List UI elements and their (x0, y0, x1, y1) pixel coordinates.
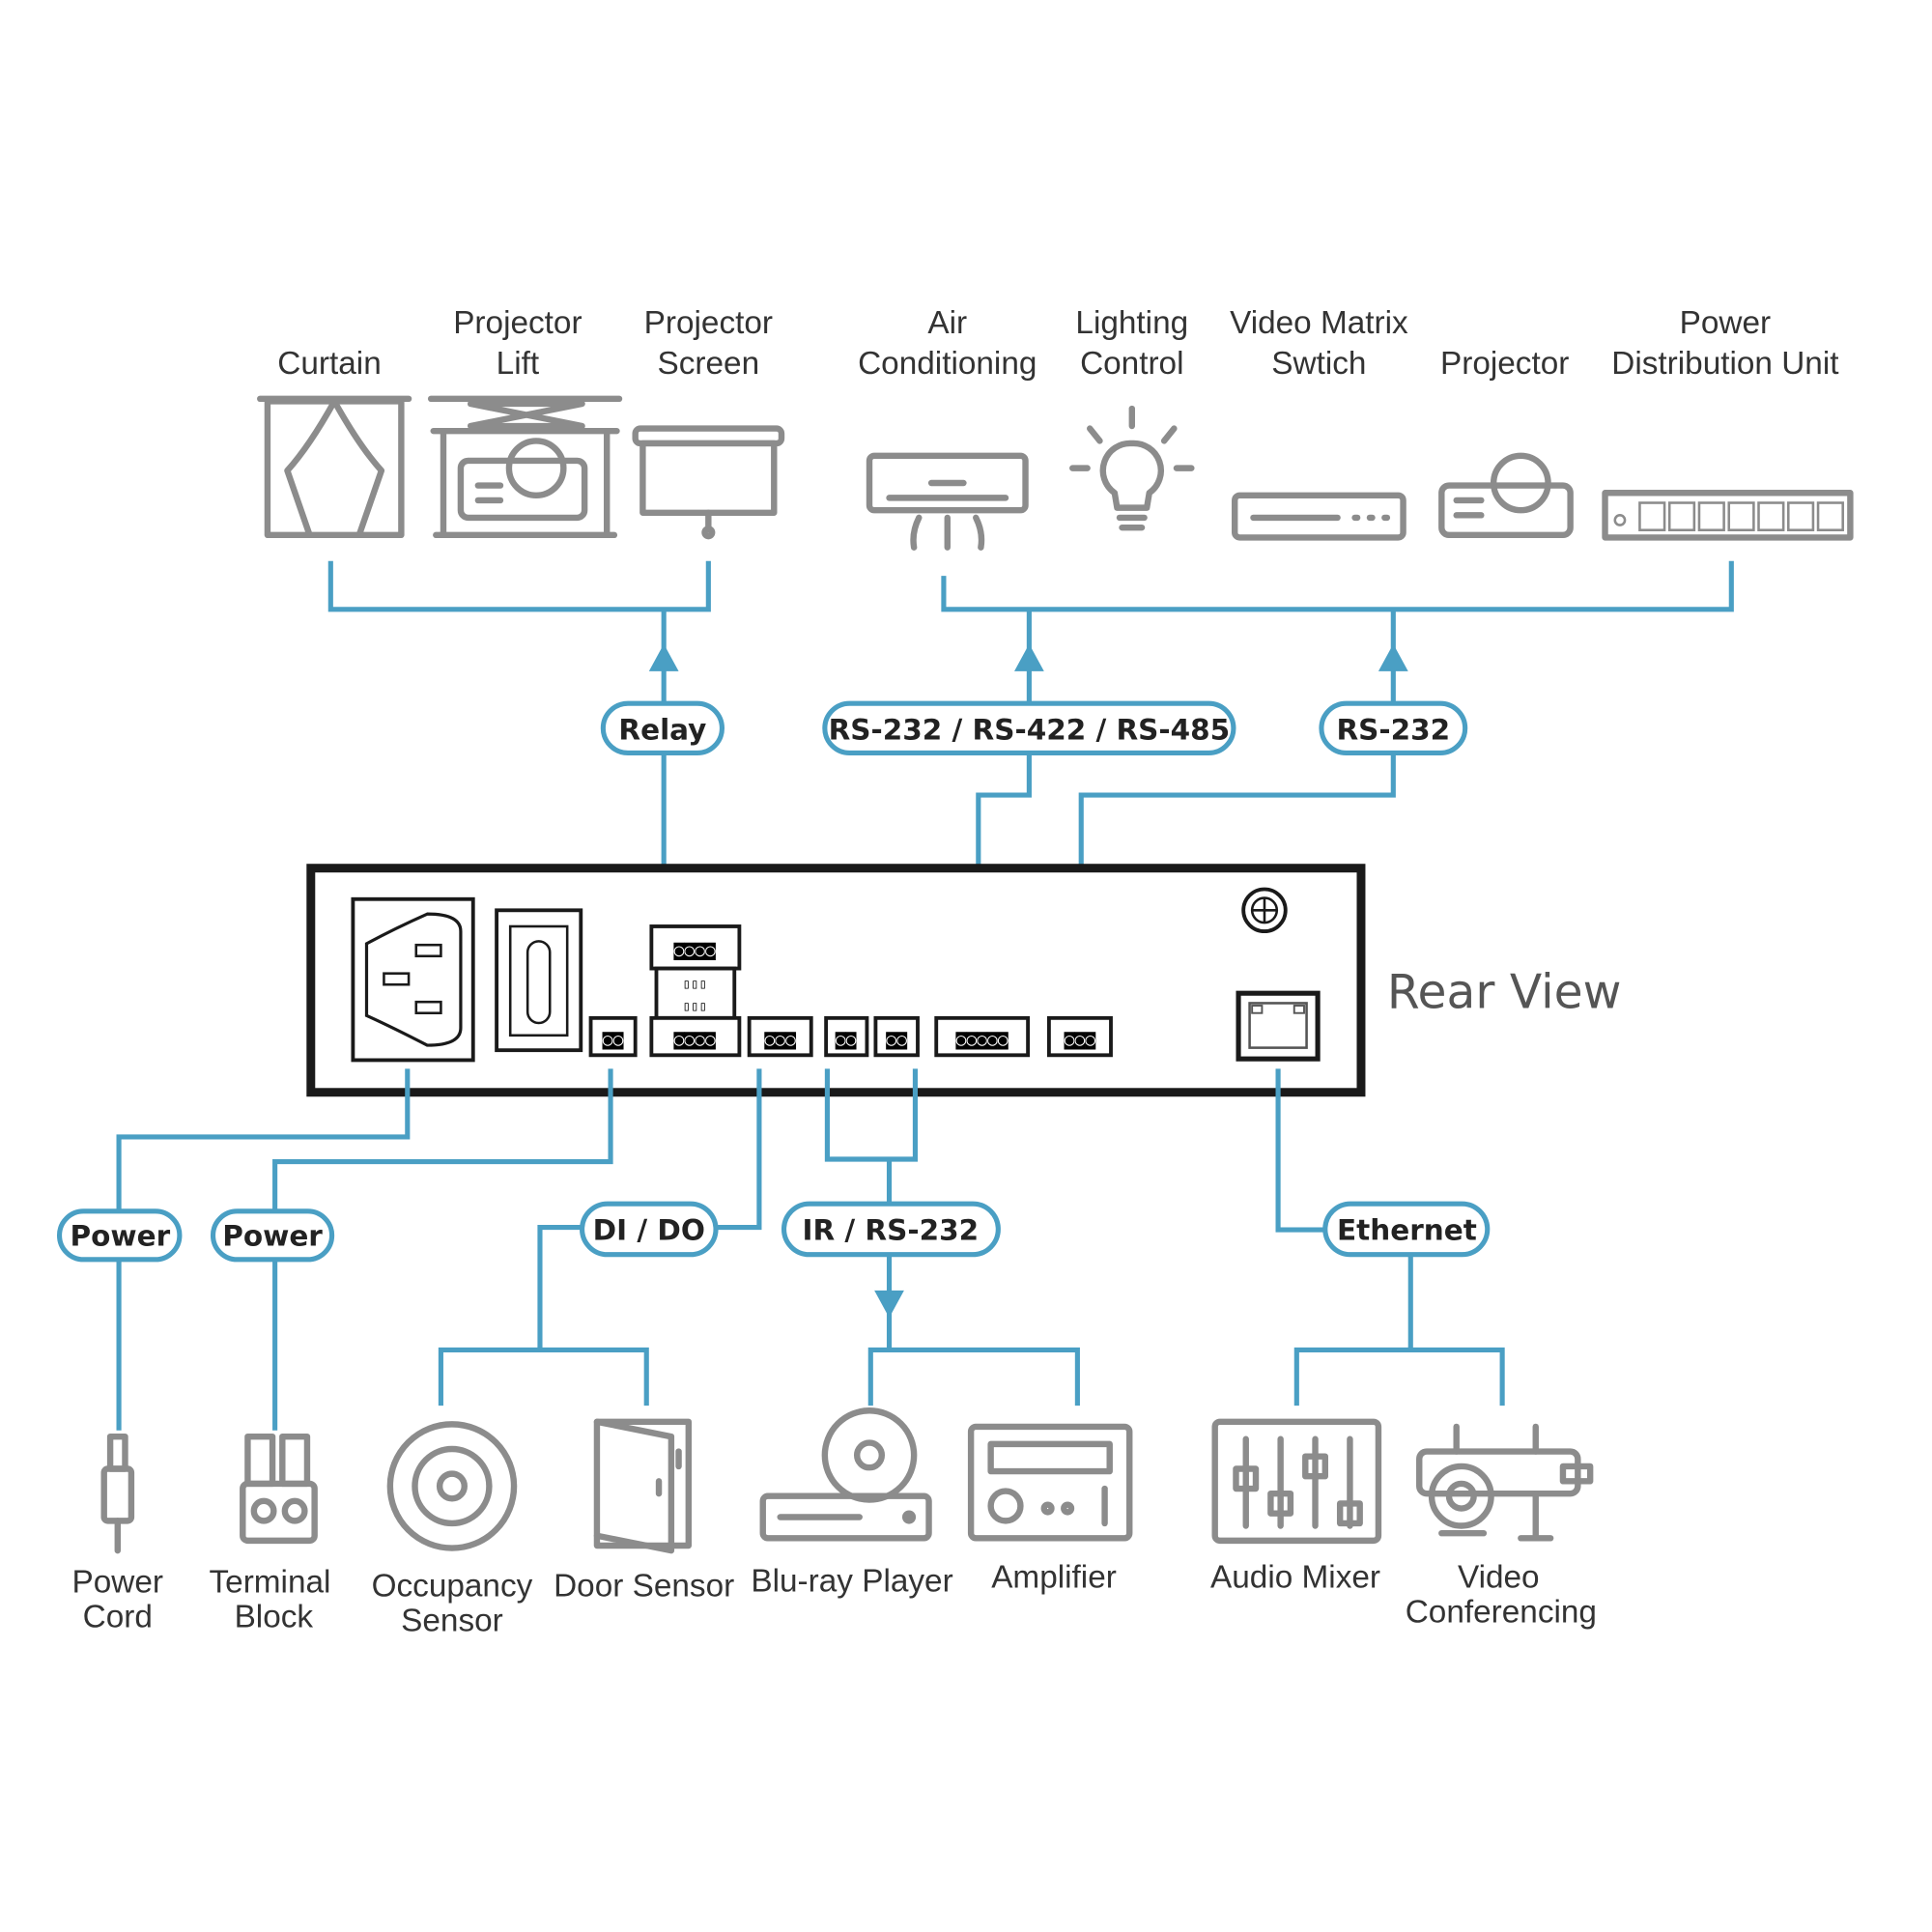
rear-view-label: Rear View (1387, 966, 1622, 1020)
label-lighting-control-2: Control (1080, 346, 1183, 382)
ir-connector-2: ◙◙ (873, 1015, 920, 1058)
label-projector-lift-2: Lift (497, 346, 540, 382)
arrow-up-icon (648, 643, 679, 671)
label-projector-screen-1: Projector (644, 305, 773, 341)
pill-ir-rs232: IR / RS-232 (781, 1201, 1001, 1258)
bottom-labels: Power Cord Terminal Block Occupancy Sens… (72, 1560, 1597, 1639)
top-wires (327, 560, 1734, 1013)
air-conditioner-icon (866, 452, 1029, 551)
label-power-cord-2: Cord (83, 1600, 153, 1635)
label-audio-mixer: Audio Mixer (1210, 1560, 1380, 1596)
svg-text:◙◙: ◙◙ (602, 1030, 624, 1050)
label-video-matrix-2: Swtich (1271, 346, 1366, 382)
label-pdu-2: Distribution Unit (1611, 346, 1839, 382)
label-projector: Projector (1440, 346, 1569, 382)
label-air-conditioning-1: Air (927, 305, 967, 341)
svg-text:◙◙◙: ◙◙◙ (763, 1030, 796, 1050)
label-projector-lift-1: Projector (453, 305, 582, 341)
label-occupancy-sensor-1: Occupancy (372, 1569, 533, 1605)
label-lighting-control-1: Lighting (1075, 305, 1188, 341)
projector-icon (1438, 452, 1574, 539)
pill-relay: Relay (600, 700, 724, 756)
relay-connector: ◙◙◙◙ ▯▯▯ ▯▯▯ ◙◙◙◙ (649, 924, 742, 1058)
label-video-conferencing-2: Conferencing (1406, 1594, 1597, 1630)
amplifier-icon (967, 1423, 1133, 1542)
svg-text:Ethernet: Ethernet (1337, 1213, 1477, 1246)
terminal-block-icon (240, 1433, 318, 1545)
projector-screen-icon (632, 425, 785, 540)
bottom-wires (116, 1068, 1505, 1431)
pill-power-2: Power (210, 1208, 335, 1263)
label-video-matrix-1: Video Matrix (1230, 305, 1408, 341)
video-matrix-switch-icon (1232, 492, 1406, 541)
rs232-3pin-connector: ◙◙◙ (1046, 1015, 1113, 1058)
svg-text:◙◙◙◙◙: ◙◙◙◙◙ (955, 1030, 1009, 1050)
top-labels: Curtain Projector Lift Projector Screen … (277, 305, 1839, 382)
svg-text:◙◙: ◙◙ (835, 1030, 857, 1050)
arrow-down-icon (874, 1290, 904, 1319)
door-sensor-icon (593, 1418, 693, 1554)
ethernet-port (1236, 990, 1321, 1062)
svg-text:Power: Power (222, 1220, 323, 1253)
occupancy-sensor-icon (386, 1421, 518, 1551)
serial-5pin-connector: ◙◙◙◙◙ (934, 1015, 1031, 1058)
pill-rs232: RS-232 (1319, 700, 1468, 756)
label-curtain: Curtain (277, 346, 381, 382)
arrow-up-icon (1378, 643, 1408, 671)
label-terminal-block-2: Block (235, 1600, 314, 1635)
power-inlet (351, 896, 475, 1063)
label-video-conferencing-1: Video (1458, 1560, 1540, 1596)
label-power-cord-1: Power (72, 1565, 163, 1601)
rear-panel: ◙◙ ◙◙◙◙ ▯▯▯ ▯▯▯ ◙◙◙◙ ◙◙◙ ◙◙ ◙◙ ◙◙◙◙◙ ◙◙◙ (306, 864, 1366, 1097)
svg-text:IR / RS-232: IR / RS-232 (802, 1213, 979, 1246)
svg-text:RS-232: RS-232 (1336, 713, 1450, 746)
svg-text:▯▯▯: ▯▯▯ (682, 999, 706, 1014)
label-occupancy-sensor-2: Sensor (401, 1603, 503, 1638)
label-terminal-block-1: Terminal (210, 1565, 331, 1601)
light-bulb-icon (1069, 405, 1195, 531)
projector-lift-icon (427, 395, 623, 539)
svg-text:▯▯▯: ▯▯▯ (682, 977, 706, 992)
label-bluray-player: Blu-ray Player (751, 1563, 952, 1599)
svg-text:◙◙◙: ◙◙◙ (1064, 1030, 1096, 1050)
pill-power-1: Power (56, 1208, 183, 1263)
svg-text:Relay: Relay (618, 713, 706, 746)
audio-mixer-icon (1211, 1418, 1382, 1545)
power-switch[interactable] (495, 908, 583, 1053)
pill-rs232-rs422-rs485: RS-232 / RS-422 / RS-485 (822, 700, 1236, 756)
label-projector-screen-2: Screen (658, 346, 760, 382)
video-conferencing-icon (1416, 1423, 1594, 1542)
arrow-up-icon (1014, 643, 1044, 671)
label-door-sensor: Door Sensor (554, 1569, 734, 1605)
svg-text:◙◙: ◙◙ (885, 1030, 907, 1050)
power-cord-icon (100, 1433, 135, 1554)
svg-text:Power: Power (71, 1220, 171, 1253)
pdu-icon (1602, 490, 1854, 541)
bluray-player-icon (759, 1407, 932, 1542)
label-amplifier: Amplifier (991, 1560, 1117, 1596)
ground-screw-icon (1241, 887, 1288, 934)
svg-text:◙◙◙◙: ◙◙◙◙ (673, 941, 716, 961)
pill-di-do: DI / DO (580, 1201, 719, 1258)
label-air-conditioning-2: Conditioning (858, 346, 1037, 382)
label-pdu-1: Power (1680, 305, 1771, 341)
svg-text:RS-232 / RS-422 / RS-485: RS-232 / RS-422 / RS-485 (829, 713, 1231, 746)
terminal-power-2pin: ◙◙ (588, 1015, 638, 1058)
dido-connector: ◙◙◙ (747, 1015, 813, 1058)
svg-text:DI / DO: DI / DO (593, 1213, 705, 1246)
svg-text:◙◙◙◙: ◙◙◙◙ (673, 1030, 716, 1050)
ir-connector-1: ◙◙ (824, 1015, 869, 1058)
curtain-icon (257, 395, 412, 539)
pill-ethernet: Ethernet (1322, 1201, 1491, 1258)
